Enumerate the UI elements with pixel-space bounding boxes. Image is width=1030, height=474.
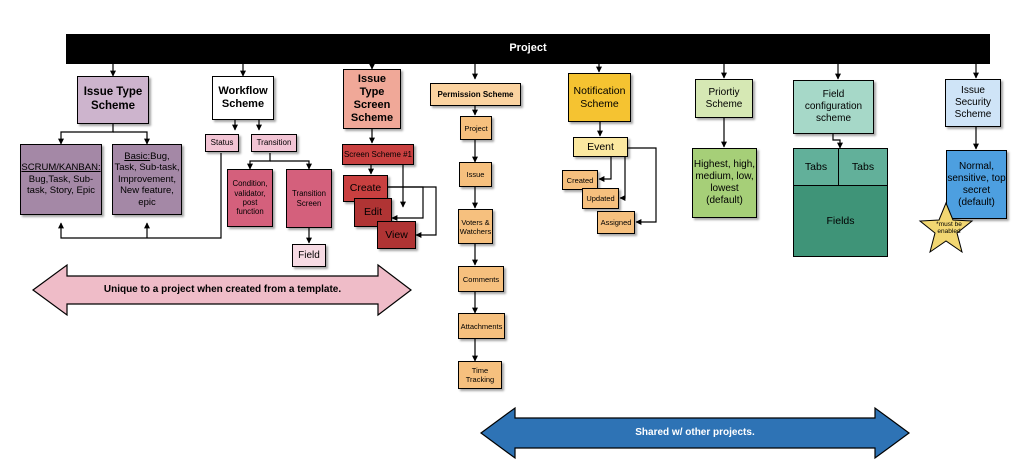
workflow-scheme-title: Workflow Scheme — [218, 84, 268, 110]
fields-box: Fields — [793, 185, 888, 257]
fields-label: Fields — [826, 214, 855, 227]
permission-step-label: Voters & Watchers — [459, 217, 492, 236]
permission-scheme-title: Permission Scheme — [437, 89, 514, 99]
condition-label: Condition, validator, post function — [232, 179, 268, 217]
scrum-kanban-types: Bug,Task, Sub-task, Story, Epic — [27, 173, 95, 197]
permission-scheme-box: Permission Scheme — [430, 83, 521, 106]
issue-type-scheme-box: Issue Type Scheme — [77, 76, 149, 124]
shared-arrow-label: Shared w/ other projects. — [515, 424, 875, 442]
basic-types: Bug, Task, Sub-task, Improvement, New fe… — [114, 151, 180, 208]
shared-arrow-shape — [479, 406, 911, 460]
project-banner-label: Project — [509, 42, 547, 55]
screen-scheme-box: Screen Scheme #1 — [342, 144, 414, 165]
tabs-left-box: Tabs — [793, 148, 839, 186]
issue-security-scheme-box: Issue Security Scheme — [945, 79, 1001, 127]
assigned-box: Assigned — [597, 211, 635, 234]
updated-box: Updated — [582, 188, 619, 209]
unique-arrow-shape — [31, 263, 412, 317]
priority-scheme-box: Priortiy Scheme — [695, 79, 753, 118]
priority-values-box: Highest, high, medium, low, lowest (defa… — [692, 148, 757, 218]
security-values-box: Normal, sensitive, top secret (default) — [946, 150, 1007, 219]
issue-type-screen-scheme-box: Issue Type Screen Scheme — [343, 69, 401, 129]
view-screen-label: View — [385, 228, 408, 241]
event-label: Event — [587, 140, 614, 153]
field-label: Field — [298, 249, 320, 261]
security-note-text: *must be enabled — [936, 221, 962, 235]
permission-step-label: Attachments — [460, 321, 503, 331]
notification-scheme-box: Notification Scheme — [568, 73, 631, 122]
field-config-scheme-title: Field configuration scheme — [804, 89, 863, 124]
permission-step-issue: Issue — [459, 162, 492, 187]
security-note: *must be enabled — [928, 219, 970, 239]
status-label: Status — [210, 138, 234, 148]
condition-box: Condition, validator, post function — [227, 169, 273, 227]
issue-type-scheme-title: Issue Type Scheme — [83, 86, 143, 112]
transition-screen-box: Transition Screen — [286, 169, 332, 228]
permission-step-label: Issue — [466, 170, 485, 179]
permission-step-time-tracking: Time Tracking — [458, 361, 502, 389]
status-box: Status — [205, 134, 239, 152]
transition-label: Transition — [256, 138, 292, 148]
screen-scheme-label: Screen Scheme #1 — [343, 149, 413, 159]
created-box: Created — [562, 170, 598, 190]
permission-step-label: Time Tracking — [465, 366, 495, 384]
field-box: Field — [292, 244, 326, 267]
scrum-kanban-box: SCRUM/KANBAN: Bug,Task, Sub-task, Story,… — [20, 144, 102, 215]
tabs-left-label: Tabs — [804, 160, 828, 173]
updated-label: Updated — [586, 194, 615, 203]
view-screen-box: View — [377, 221, 416, 249]
shared-arrow-text: Shared w/ other projects. — [635, 427, 755, 438]
permission-step-voters: Voters & Watchers — [458, 209, 493, 244]
permission-step-label: Project — [464, 123, 488, 133]
create-screen-label: Create — [349, 182, 382, 195]
permission-step-label: Comments — [462, 274, 500, 284]
priority-scheme-title: Priortiy Scheme — [705, 86, 743, 110]
tabs-right-label: Tabs — [851, 160, 875, 173]
star-icon — [918, 201, 974, 254]
issue-type-screen-scheme-title: Issue Type Screen Scheme — [350, 72, 394, 125]
scrum-kanban-heading: SCRUM/KANBAN: — [21, 162, 101, 174]
event-box: Event — [573, 137, 628, 157]
unique-arrow-label: Unique to a project when created from a … — [67, 281, 378, 299]
permission-step-attachments: Attachments — [458, 313, 505, 339]
created-label: Created — [566, 175, 594, 185]
unique-arrow-text: Unique to a project when created from a … — [103, 284, 342, 295]
basic-types-box: Basic:Bug, Task, Sub-task, Improvement, … — [112, 144, 182, 215]
security-values: Normal, sensitive, top secret (default) — [947, 160, 1006, 208]
priority-values: Highest, high, medium, low, lowest (defa… — [693, 159, 756, 206]
transition-box: Transition — [251, 134, 297, 152]
notification-scheme-title: Notification Scheme — [573, 84, 626, 110]
tabs-right-box: Tabs — [838, 148, 888, 186]
assigned-label: Assigned — [600, 218, 632, 227]
permission-step-project: Project — [460, 116, 492, 140]
field-config-scheme-box: Field configuration scheme — [793, 80, 874, 134]
basic-heading: Basic: — [124, 151, 151, 162]
workflow-scheme-box: Workflow Scheme — [212, 76, 274, 120]
issue-security-scheme-title: Issue Security Scheme — [954, 85, 992, 120]
permission-step-comments: Comments — [458, 266, 504, 292]
edit-screen-label: Edit — [363, 206, 383, 219]
transition-screen-label: Transition Screen — [292, 189, 326, 208]
project-banner: Project — [66, 34, 990, 64]
